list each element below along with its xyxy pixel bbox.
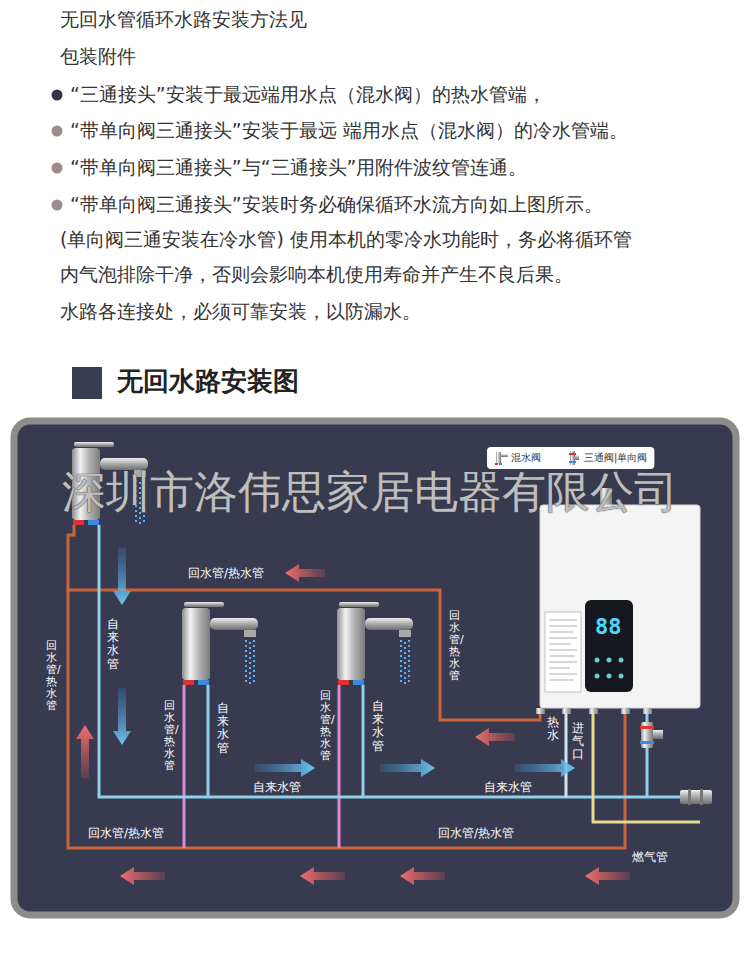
instruction-text: “带单向阀三通接头”安装时务必确保循环水流方向如上图所示。 [70,193,603,216]
instruction-text: (单向阀三通安装在冷水管) 使用本机的零冷水功能时，务必将循环管 [60,228,632,251]
instruction-text: 无回水管循环水路安装方法见 [60,8,307,31]
legend-faucet-icon [496,452,501,464]
pipe-fitting [643,708,652,714]
pipe-label: 燃气管 [632,850,668,864]
instruction-text: 包装附件 [60,45,136,68]
flow-arrow [515,759,575,777]
pipe-label: 自来水管 [253,780,301,794]
bullet [52,126,63,137]
cold-pipe [207,685,210,797]
heading-mark [72,367,102,399]
display-readout: 88 [595,614,622,640]
display-icon [595,658,600,663]
flow-arrow [255,759,315,777]
flow-arrow [300,867,345,885]
hot-branch-pipe [183,685,186,848]
watermark: 深圳市洛伟思家居电器有限公司 [62,470,678,514]
bullet [52,163,63,174]
legend-faucet-icon [495,463,498,465]
pipe-label: 回水管/热水管 [46,640,57,713]
check-valve [641,722,653,748]
instruction-text: “带单向阀三通接头”安装于最远 端用水点（混水阀）的冷水管端。 [70,119,628,142]
legend-valve-icon [569,461,576,463]
instruction-text: “三通接头”安装于最远端用水点（混水阀）的热水管端， [70,83,546,106]
pipe-label: 回水管/热水管 [164,700,175,773]
stub-ring [700,789,703,805]
flow-arrow [120,867,165,885]
legend-faucet-icon [501,454,508,457]
pipe-label: 自来水管 [372,700,384,753]
flow-arrow [285,564,325,582]
water-heater [540,505,700,708]
sticker-lines [549,620,577,680]
flow-arrow [113,548,131,605]
legend-box [487,447,654,469]
pipe-label: 热水 [547,716,559,742]
stub-ring [688,789,691,805]
pipe-label: 回水管/热水管 [438,826,514,840]
display-icon [619,674,624,679]
display-icon [607,674,612,679]
flow-arrow [76,725,94,778]
flow-arrow [585,867,630,885]
bullet [52,200,63,211]
diagram-panel [14,421,736,915]
flow-arrow [400,867,445,885]
legend-valve-icon [575,455,579,460]
pipe-label: 进气口 [572,722,584,762]
flow-arrow [113,688,131,745]
instruction-text: “带单向阀三通接头”与“三通接头”用附件波纹管连通。 [70,156,527,179]
legend-text: 三通阀|单向阀 [584,452,647,464]
pipe-label: 自来水管 [217,702,229,755]
legend-valve-icon [569,453,576,455]
legend-valve-icon [570,451,575,465]
spec-sticker [545,612,581,692]
valve-port [653,730,663,739]
cold-inlet-pipe [565,708,568,797]
hot-branch-pipe [338,685,341,848]
flow-arrow [475,728,515,746]
display-icon [607,658,612,663]
cold-pipe [646,708,649,797]
legend-faucet-icon [499,463,502,465]
gas-pipe [593,708,700,822]
pipe-fitting [536,708,545,714]
instruction-text: 水路各连接处，必须可靠安装，以防漏水。 [60,300,421,323]
inlet-stub [680,790,712,804]
pipe-label: 回水管/热水管 [320,690,331,763]
hot-return-pipe [68,525,74,590]
valve-ring [640,726,654,729]
pipe-label: 回水管/热水管 [188,566,264,580]
legend-text: 混水阀 [511,452,541,464]
diagram-title: 无回水路安装图 [117,366,299,397]
display-icon [595,674,600,679]
instruction-text: 内气泡排除干净，否则会影响本机使用寿命并产生不良后果。 [60,263,573,286]
pipe-fitting [589,708,598,714]
mixing-faucet [337,602,413,685]
pipe-label: 回水管/热水管 [88,826,164,840]
pipe-label: 回水管/热水管 [449,610,460,683]
pipe-label: 自来水管 [107,618,119,671]
display-icon [619,658,624,663]
valve-ring [640,741,654,744]
bullet [52,90,63,101]
control-display [585,600,633,692]
pipe-fitting [562,708,571,714]
pipe-fitting [621,708,630,714]
pipe-label: 自来水管 [484,780,532,794]
flow-arrow [380,759,435,777]
mixing-faucet [182,602,258,685]
cold-pipe [362,685,365,797]
